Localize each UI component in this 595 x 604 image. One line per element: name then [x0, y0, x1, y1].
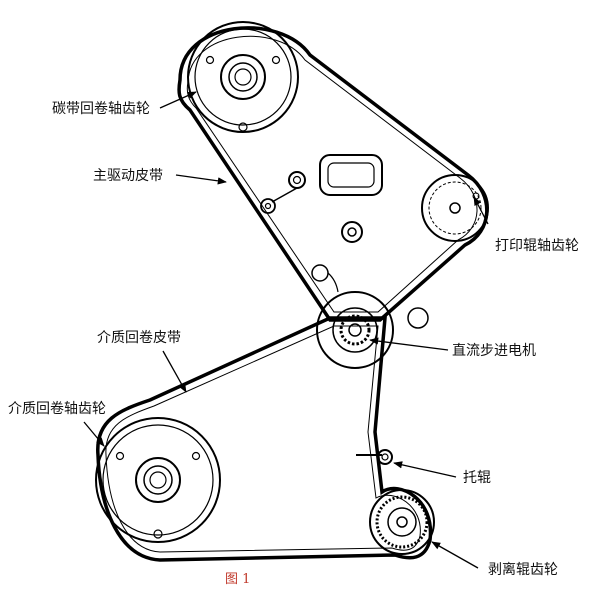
idler-roller: [356, 449, 393, 465]
label-peel-roller-gear: 剥离辊齿轮: [488, 562, 558, 578]
main-drive-belt: [177, 26, 489, 322]
label-media-rewind-belt: 介质回卷皮带: [97, 330, 181, 346]
dc-stepper-motor: [316, 291, 394, 369]
label-media-rewind-gear: 介质回卷轴齿轮: [8, 401, 106, 417]
media-rewind-belt-inner: [105, 325, 421, 553]
media-rewind-gear: [95, 417, 221, 543]
arrow-main-belt: [175, 174, 227, 185]
label-ribbon-rewind-gear: 碳带回卷轴齿轮: [52, 101, 150, 117]
figure-caption: 图 1: [225, 572, 251, 587]
label-print-roller-gear: 打印辊轴齿轮: [495, 238, 579, 254]
arrow-media-gear: [83, 421, 105, 447]
print-roller-gear: [421, 174, 489, 242]
arrow-ribbon-gear: [159, 91, 197, 109]
label-idler-roller: 托辊: [463, 470, 491, 486]
arrow-print-roller: [473, 196, 489, 225]
arrow-idler-roller: [393, 461, 457, 478]
frame-details: [260, 154, 429, 329]
label-dc-stepper-motor: 直流步进电机: [452, 343, 536, 359]
leader-arrows: [83, 91, 489, 569]
peel-roller-gear: [369, 489, 435, 555]
media-rewind-belt: [96, 316, 433, 562]
label-main-drive-belt: 主驱动皮带: [93, 168, 163, 184]
arrow-peel-roller: [431, 541, 479, 569]
arrow-stepper-motor: [369, 337, 449, 351]
arrow-media-belt: [162, 350, 187, 393]
ribbon-rewind-gear: [187, 21, 299, 133]
